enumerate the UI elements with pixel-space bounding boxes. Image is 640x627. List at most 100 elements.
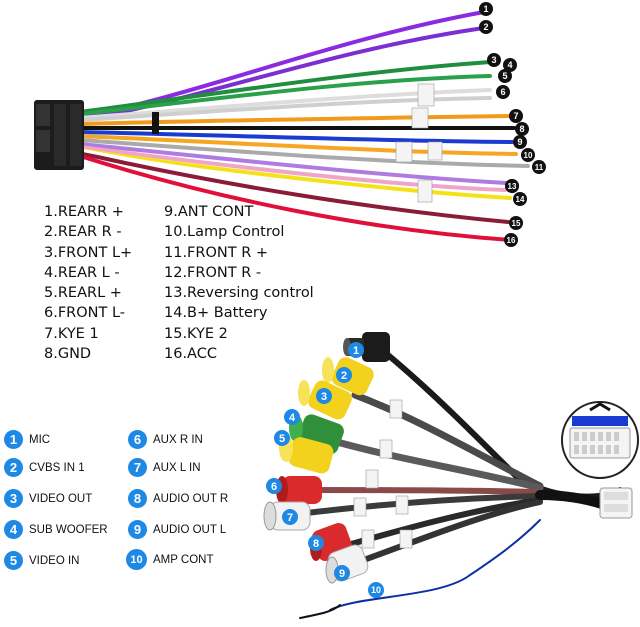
number-marker: 7 — [282, 509, 298, 525]
legend-label: AUX R IN — [153, 433, 203, 446]
number-marker: 5 — [274, 430, 290, 446]
pin-label: 10.Lamp Control — [164, 224, 285, 241]
number-marker-label: 4 — [507, 60, 512, 70]
legend-label: AUDIO OUT R — [153, 492, 229, 505]
number-marker: 11 — [532, 160, 546, 174]
legend-number-badge: 8 — [128, 489, 147, 508]
number-marker-dot — [503, 58, 517, 72]
number-marker: 13 — [505, 179, 519, 193]
legend-label: AUDIO OUT L — [153, 523, 227, 536]
number-marker-label: 9 — [517, 137, 522, 147]
pin-label: 8.GND — [44, 346, 92, 363]
number-marker: 7 — [509, 109, 523, 123]
legend-item: 9 AUDIO OUT L — [128, 520, 226, 539]
harness-pin-markers: 12345678910111213141516 — [479, 2, 546, 247]
pin-label: 4.REAR L - — [44, 264, 120, 281]
number-marker-label: 4 — [289, 412, 296, 424]
legend-label: AUX L IN — [153, 461, 201, 474]
legend-number-badge: 6 — [128, 430, 147, 449]
iso-connector — [34, 100, 84, 170]
number-marker-label: 10 — [524, 151, 533, 160]
number-marker-dot — [274, 430, 290, 446]
rca-yellow-plug-5 — [279, 434, 334, 474]
legend-label: CVBS IN 1 — [29, 461, 85, 474]
number-marker: 5 — [498, 69, 512, 83]
number-marker-dot — [513, 135, 527, 149]
number-marker-label: 9 — [339, 568, 345, 580]
legend-label: SUB WOOFER — [29, 523, 108, 536]
number-marker-label: 10 — [371, 585, 381, 595]
number-marker-dot — [509, 109, 523, 123]
legend-number-badge: 4 — [4, 520, 23, 539]
pin-label: 16.ACC — [164, 346, 217, 363]
pin-label: 14.B+ Battery — [164, 305, 268, 322]
pin-label: 3.FRONT L+ — [44, 244, 133, 261]
pin-label: 9.ANT CONT — [164, 204, 254, 220]
number-marker-dot — [496, 85, 510, 99]
number-marker: 15 — [509, 216, 523, 230]
legend-label: VIDEO IN — [29, 554, 80, 567]
pin-label: 7.KYE 1 — [44, 325, 99, 342]
legend-label: AMP CONT — [153, 553, 214, 566]
number-marker-dot — [487, 53, 501, 67]
number-marker-dot — [368, 582, 384, 598]
pin-list-right: 9.ANT CONT 10.Lamp Control 11.FRONT R + … — [164, 202, 314, 364]
legend-item: 1 MIC — [4, 430, 50, 449]
pin-label: 12.FRONT R - — [164, 264, 262, 281]
number-marker: 16 — [504, 233, 518, 247]
legend-item: 8 AUDIO OUT R — [128, 489, 228, 508]
number-marker: 2 — [479, 20, 493, 34]
legend-item: 10 AMP CONT — [126, 549, 214, 570]
number-marker-dot — [348, 342, 364, 358]
harness-wires — [78, 10, 530, 242]
rca-cables — [287, 352, 623, 619]
number-marker-dot — [505, 179, 519, 193]
number-marker-dot — [532, 160, 546, 174]
number-marker: 1 — [348, 342, 364, 358]
number-marker-label: 13 — [508, 182, 517, 191]
number-marker: 4 — [284, 409, 300, 425]
number-marker-label: 7 — [513, 111, 518, 121]
legend-item: 2 CVBS IN 1 — [4, 458, 85, 477]
pin-label: 13.Reversing control — [164, 285, 314, 302]
pin-label: 2.REAR R - — [44, 224, 122, 241]
av-connector — [599, 487, 633, 519]
number-marker-dot — [513, 192, 527, 206]
number-marker-label: 1 — [353, 345, 359, 357]
number-marker-label: 1 — [483, 4, 488, 14]
wire-label-tags — [395, 83, 443, 203]
connector-detail-inset — [561, 401, 639, 479]
number-marker-dot — [266, 478, 282, 494]
legend-label: MIC — [29, 433, 51, 446]
number-marker-label: 2 — [341, 370, 347, 382]
legend-number-badge: 2 — [4, 458, 23, 477]
legend-number-badge: 9 — [128, 520, 147, 539]
legend-item: 6 AUX R IN — [128, 430, 203, 449]
number-marker-label: 2 — [483, 22, 488, 32]
number-marker: 9 — [334, 565, 350, 581]
number-marker-dot — [336, 367, 352, 383]
legend-item: 4 SUB WOOFER — [4, 520, 108, 539]
pin-label: 5.REARL + — [44, 285, 122, 302]
number-marker-label: 8 — [313, 538, 319, 550]
number-marker: 8 — [515, 122, 529, 136]
cable-tie — [152, 112, 159, 134]
pin-list-left: 1.REARR + 2.REAR R - 3.FRONT L+ 4.REAR L… — [44, 202, 132, 364]
number-marker-label: 3 — [491, 55, 496, 65]
number-marker-label: 16 — [507, 236, 516, 245]
legend-item: 3 VIDEO OUT — [4, 489, 92, 508]
number-marker-dot — [521, 148, 535, 162]
number-marker: 2 — [336, 367, 352, 383]
number-marker-label: 15 — [512, 219, 521, 228]
legend-number-badge: 5 — [4, 551, 23, 570]
legend-number-badge: 3 — [4, 489, 23, 508]
number-marker: 10 — [368, 582, 384, 598]
number-marker-dot — [498, 69, 512, 83]
rca-cable-tags — [353, 399, 413, 549]
number-marker: 14 — [513, 192, 527, 206]
legend-label: VIDEO OUT — [29, 492, 93, 505]
iso-harness: 12345678910111213141516 — [34, 2, 546, 247]
legend-number-badge: 1 — [4, 430, 23, 449]
number-marker-dot — [282, 509, 298, 525]
